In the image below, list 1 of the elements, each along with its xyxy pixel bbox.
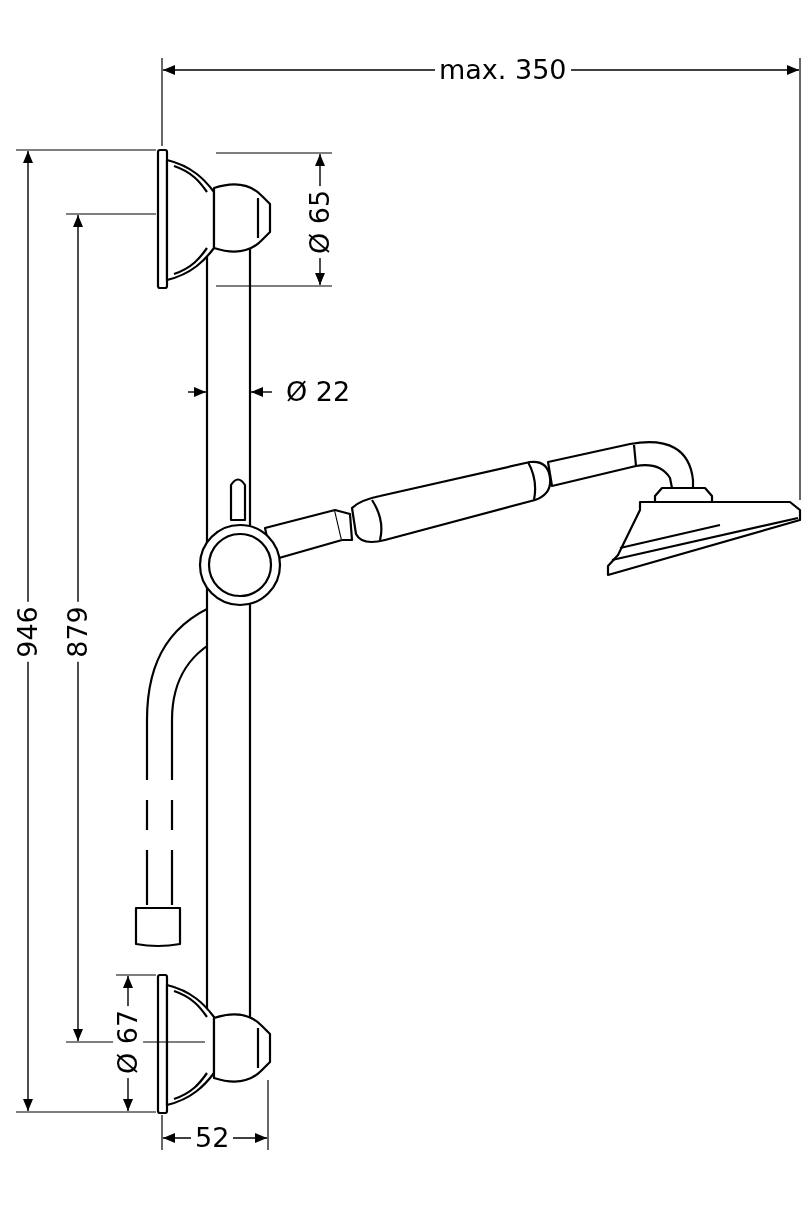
dimension-label: Ø 67 <box>113 1005 144 1079</box>
